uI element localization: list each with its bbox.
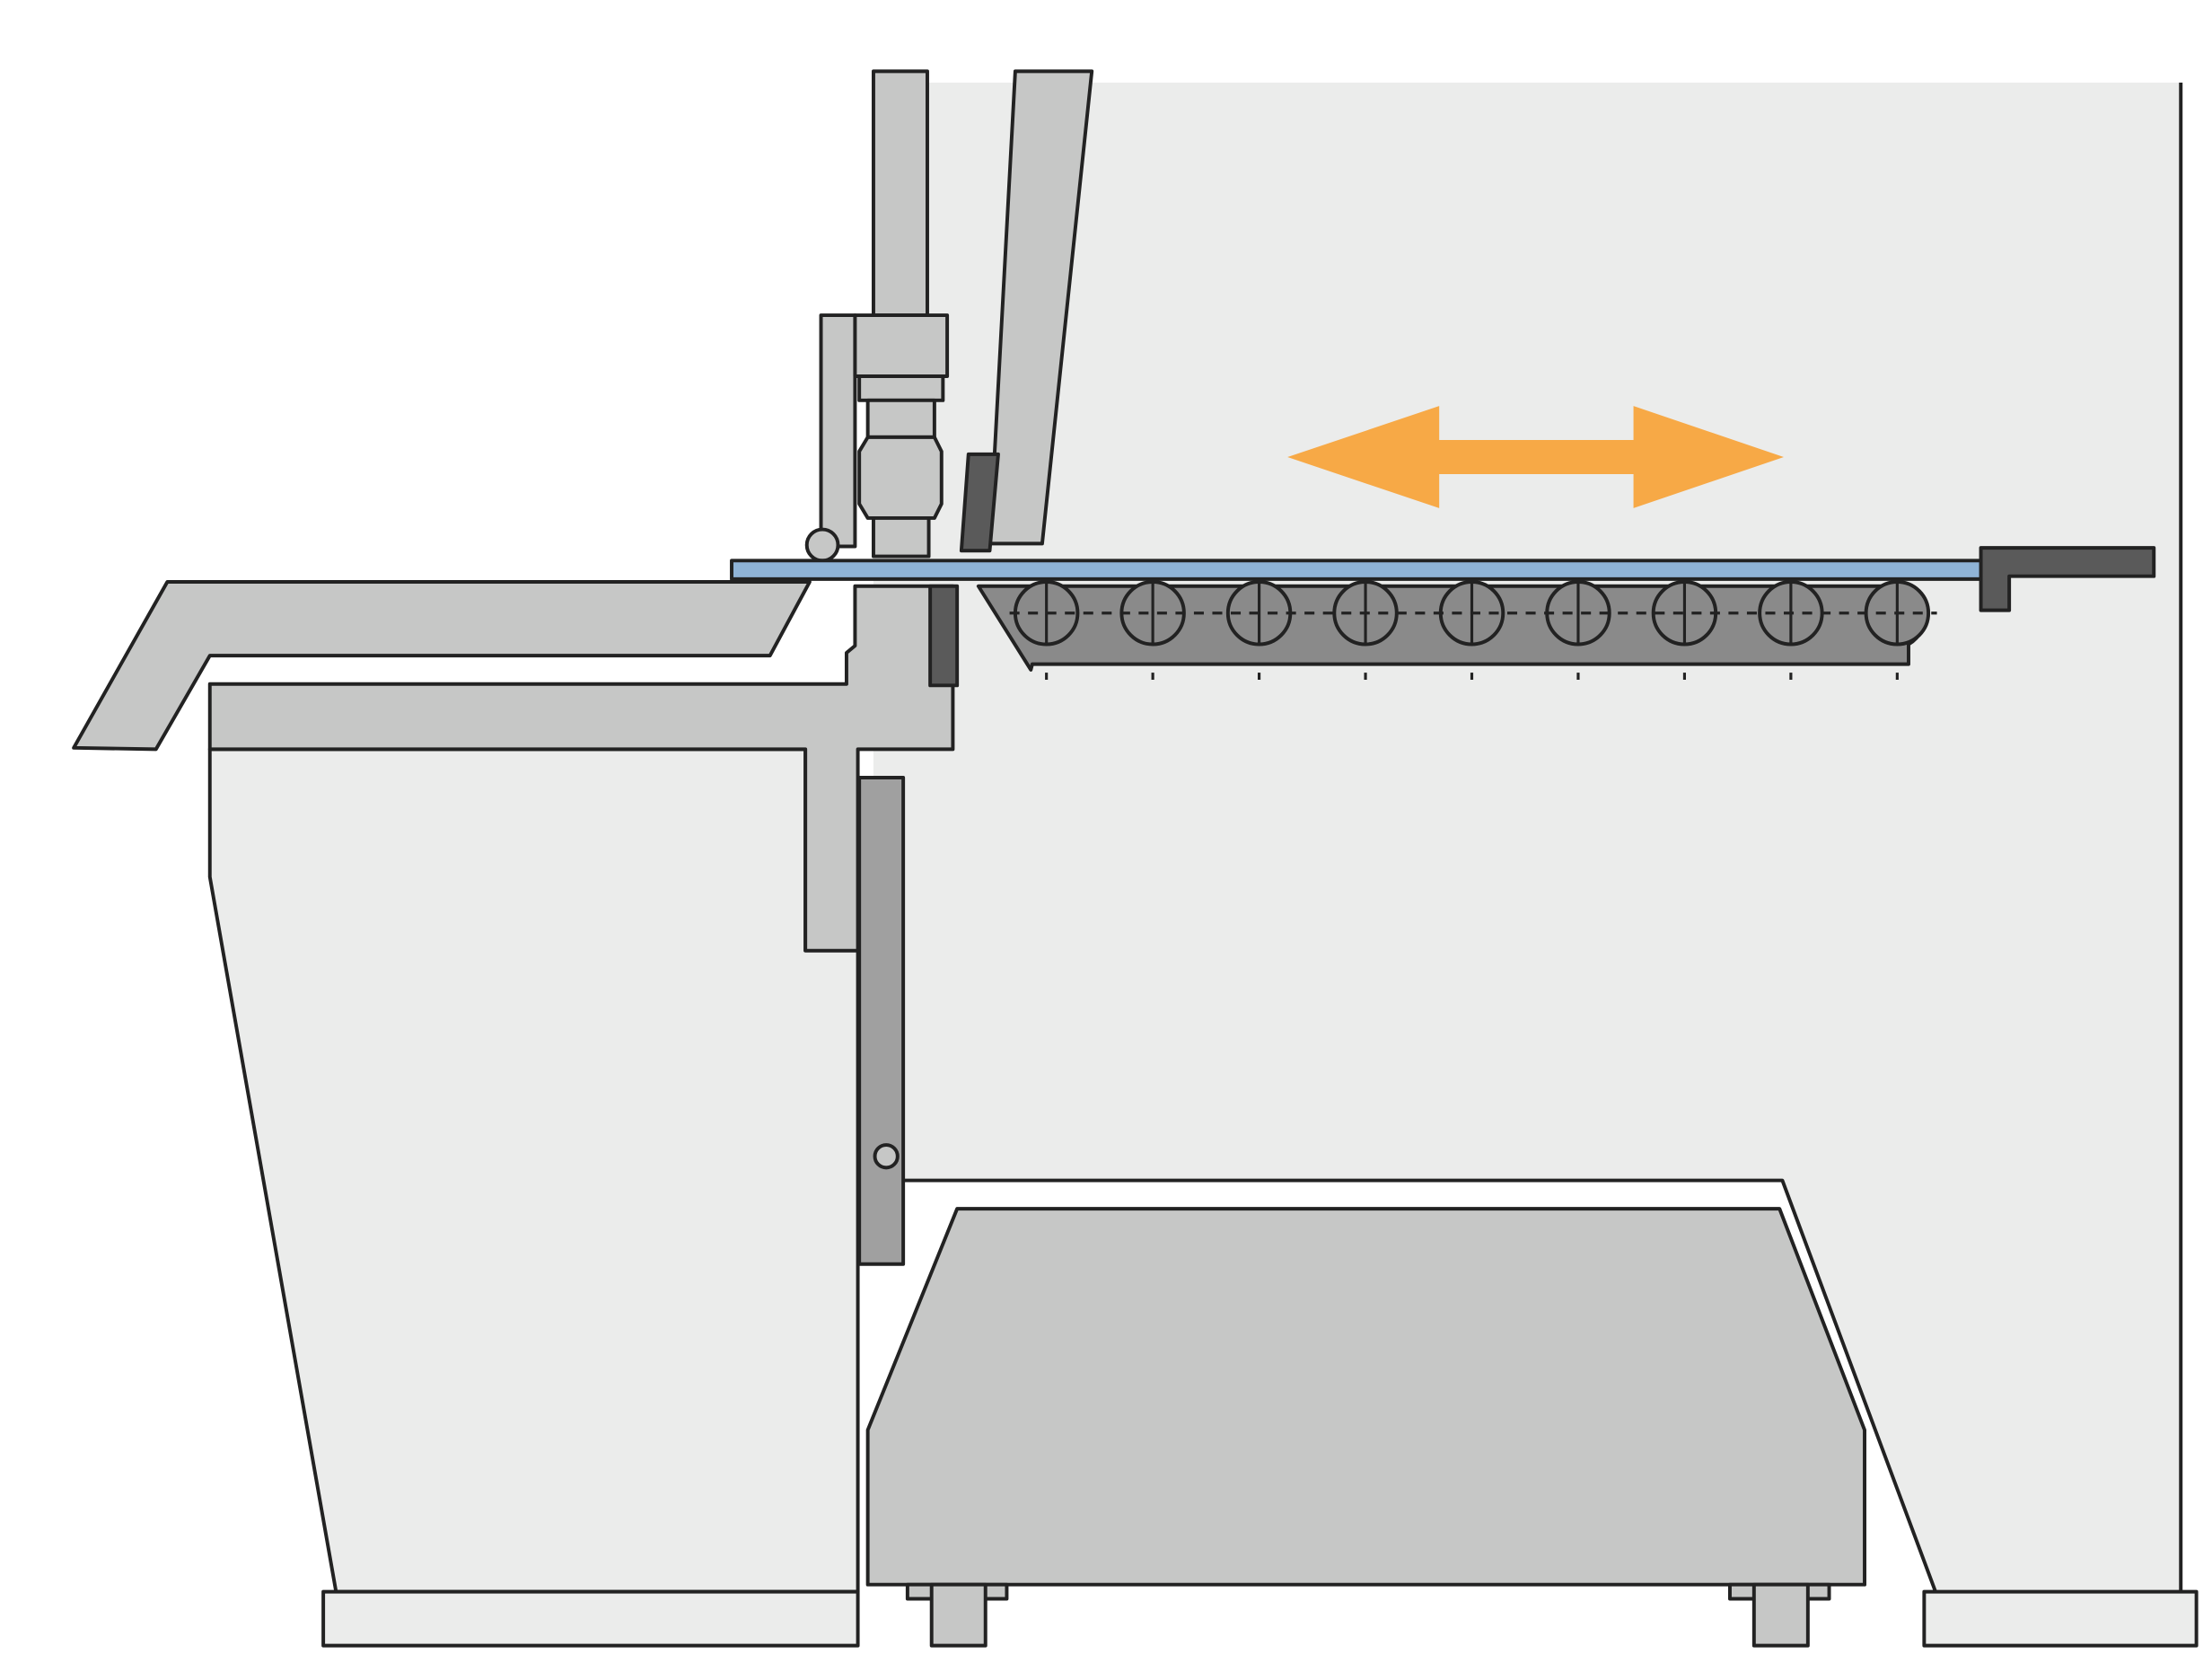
tool-tip (871, 515, 931, 559)
tool-block (853, 313, 950, 378)
cabinet-top (207, 584, 955, 953)
pivot-icon (873, 1143, 900, 1170)
right-foot (1922, 1589, 2199, 1648)
wheel-right (1751, 1582, 1810, 1648)
metal-sheet (730, 559, 1988, 581)
conveyor-guard (928, 584, 960, 688)
frame-opening (904, 1178, 1937, 1593)
tool-neck (865, 398, 936, 439)
back-stop (1979, 546, 2156, 612)
left-cabinet (207, 747, 860, 1594)
double-arrow-icon (1287, 406, 1784, 508)
upper-pillar (871, 69, 929, 318)
feed-table (72, 580, 812, 752)
vertical-bar (857, 776, 906, 1266)
tool-side-arm (819, 313, 857, 549)
tool-roller-icon (804, 527, 840, 563)
cart (865, 1207, 1866, 1587)
left-foot (321, 1589, 860, 1648)
tool-body (857, 435, 944, 520)
machine-frame (873, 83, 2181, 1592)
beam-blade (959, 452, 1000, 553)
tool-collar (857, 374, 945, 402)
wheel-left (929, 1582, 988, 1648)
slanted-beam (988, 69, 1094, 546)
roller-group (1013, 580, 1931, 680)
